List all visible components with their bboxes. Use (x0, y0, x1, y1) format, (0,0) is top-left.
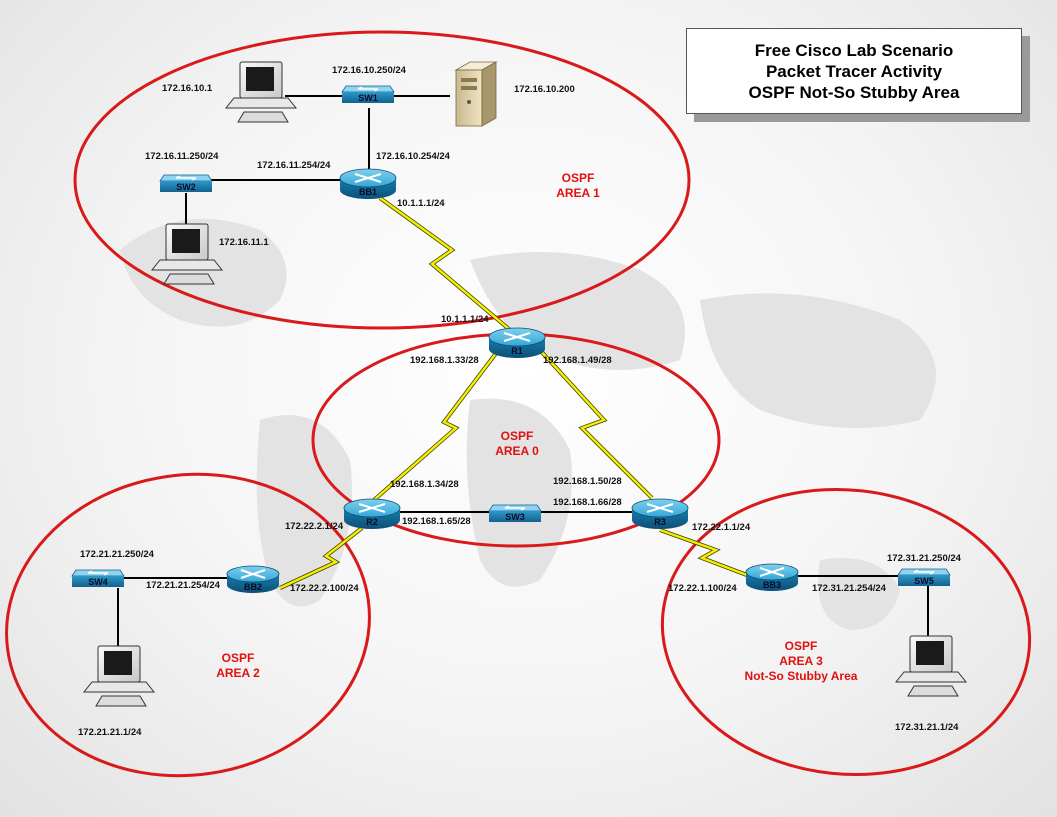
switch-sw1[interactable]: SW1 (341, 85, 395, 103)
addr-sw2: 172.16.11.250/24 (145, 151, 219, 162)
router-bb3[interactable]: BB3 (745, 563, 799, 591)
addr-r3-lan: 192.168.1.66/28 (553, 497, 622, 508)
area2-boundary (5, 472, 371, 778)
title-line2: Packet Tracer Activity (765, 61, 943, 81)
area2-label-line1: OSPF (222, 651, 255, 665)
sw3-label: SW3 (505, 512, 525, 522)
addr-bb2-lan: 172.21.21.254/24 (146, 580, 221, 591)
router-bb2[interactable]: BB2 (226, 565, 280, 593)
area3-label-line1: OSPF (785, 639, 818, 653)
addr-sw1: 172.16.10.250/24 (332, 65, 407, 76)
area3-label-line3: Not-So Stubby Area (745, 669, 858, 683)
addr-bb1-lan10: 172.16.10.254/24 (376, 151, 451, 162)
serial-link-r1-r3 (536, 346, 654, 500)
area1-boundary (73, 30, 691, 330)
address-labels: 172.16.10.1 172.16.10.250/24 172.16.10.2… (78, 65, 962, 738)
addr-bb1-lan11: 172.16.11.254/24 (257, 160, 331, 171)
addr-sw5: 172.31.21.250/24 (887, 553, 962, 564)
addr-pc1: 172.16.10.1 (162, 83, 213, 94)
switch-sw2[interactable]: SW2 (159, 174, 213, 192)
area3-label: OSPF AREA 3 Not-So Stubby Area (745, 639, 858, 683)
switch-sw5[interactable]: SW5 (897, 568, 951, 586)
bb2-label: BB2 (244, 582, 262, 592)
area2-label: OSPF AREA 2 (216, 651, 260, 680)
area1-label: OSPF AREA 1 (556, 171, 600, 200)
router-r3[interactable]: R3 (631, 498, 689, 529)
area3-label-line2: AREA 3 (779, 654, 823, 668)
switch-sw4[interactable]: SW4 (71, 569, 125, 587)
sw4-label: SW4 (88, 577, 108, 587)
serial-link-r3-bb3 (659, 528, 761, 582)
addr-pc5: 172.31.21.1/24 (895, 722, 959, 733)
area1-label-line2: AREA 1 (556, 186, 600, 200)
area0-label-line1: OSPF (501, 429, 534, 443)
r3-label: R3 (654, 517, 666, 527)
pc1-icon[interactable] (224, 61, 298, 123)
addr-r1-to-r2: 192.168.1.33/28 (410, 355, 479, 366)
area2-label-line2: AREA 2 (216, 666, 260, 680)
sw1-label: SW1 (358, 93, 378, 103)
serial-link-r1-r2 (372, 346, 502, 502)
pc4-icon[interactable] (82, 645, 156, 707)
bb3-label: BB3 (763, 580, 781, 590)
addr-bb3-wan: 172.22.1.100/24 (668, 583, 737, 594)
addr-r3-wan: 172.22.1.1/24 (692, 522, 751, 533)
addr-bb3-lan: 172.31.21.254/24 (812, 583, 887, 594)
switch-sw3[interactable]: SW3 (488, 504, 542, 522)
addr-r2-to-r1: 192.168.1.34/28 (390, 479, 459, 490)
addr-r1-wan: 10.1.1.1/24 (441, 314, 489, 325)
addr-r3-to-r1: 192.168.1.50/28 (553, 476, 622, 487)
title-line3: OSPF Not-So Stubby Area (748, 82, 960, 102)
pc2-icon[interactable] (150, 223, 224, 285)
addr-sw4: 172.21.21.250/24 (80, 549, 155, 560)
ethernet-links (117, 95, 929, 648)
title-line1: Free Cisco Lab Scenario (754, 40, 954, 60)
router-r1[interactable]: R1 (488, 327, 546, 358)
bb1-label: BB1 (359, 187, 377, 197)
serial-link-bb1-r1 (378, 196, 512, 332)
area0-label: OSPF AREA 0 (495, 429, 539, 458)
addr-r1-to-r3: 192.168.1.49/28 (543, 355, 612, 366)
addr-r2-lan: 192.168.1.65/28 (402, 516, 471, 527)
serial-links (279, 196, 761, 590)
sw2-label: SW2 (176, 182, 196, 192)
addr-r2-wan: 172.22.2.1/24 (285, 521, 344, 532)
r1-label: R1 (511, 346, 523, 356)
r2-label: R2 (366, 517, 378, 527)
addr-bb2-wan: 172.22.2.100/24 (290, 583, 359, 594)
server-icon[interactable] (454, 61, 498, 127)
router-bb1[interactable]: BB1 (339, 168, 397, 199)
area1-label-line1: OSPF (562, 171, 595, 185)
pc5-icon[interactable] (894, 635, 968, 697)
sw5-label: SW5 (914, 576, 934, 586)
area0-label-line2: AREA 0 (495, 444, 539, 458)
addr-bb1-wan: 10.1.1.1/24 (397, 198, 445, 209)
area3-boundary (660, 487, 1032, 777)
addr-server: 172.16.10.200 (514, 84, 575, 95)
addr-pc2: 172.16.11.1 (219, 237, 269, 248)
router-r2[interactable]: R2 (343, 498, 401, 529)
title-box: Free Cisco Lab Scenario Packet Tracer Ac… (686, 28, 1022, 114)
addr-pc4: 172.21.21.1/24 (78, 727, 142, 738)
serial-link-r2-bb2 (279, 526, 364, 590)
